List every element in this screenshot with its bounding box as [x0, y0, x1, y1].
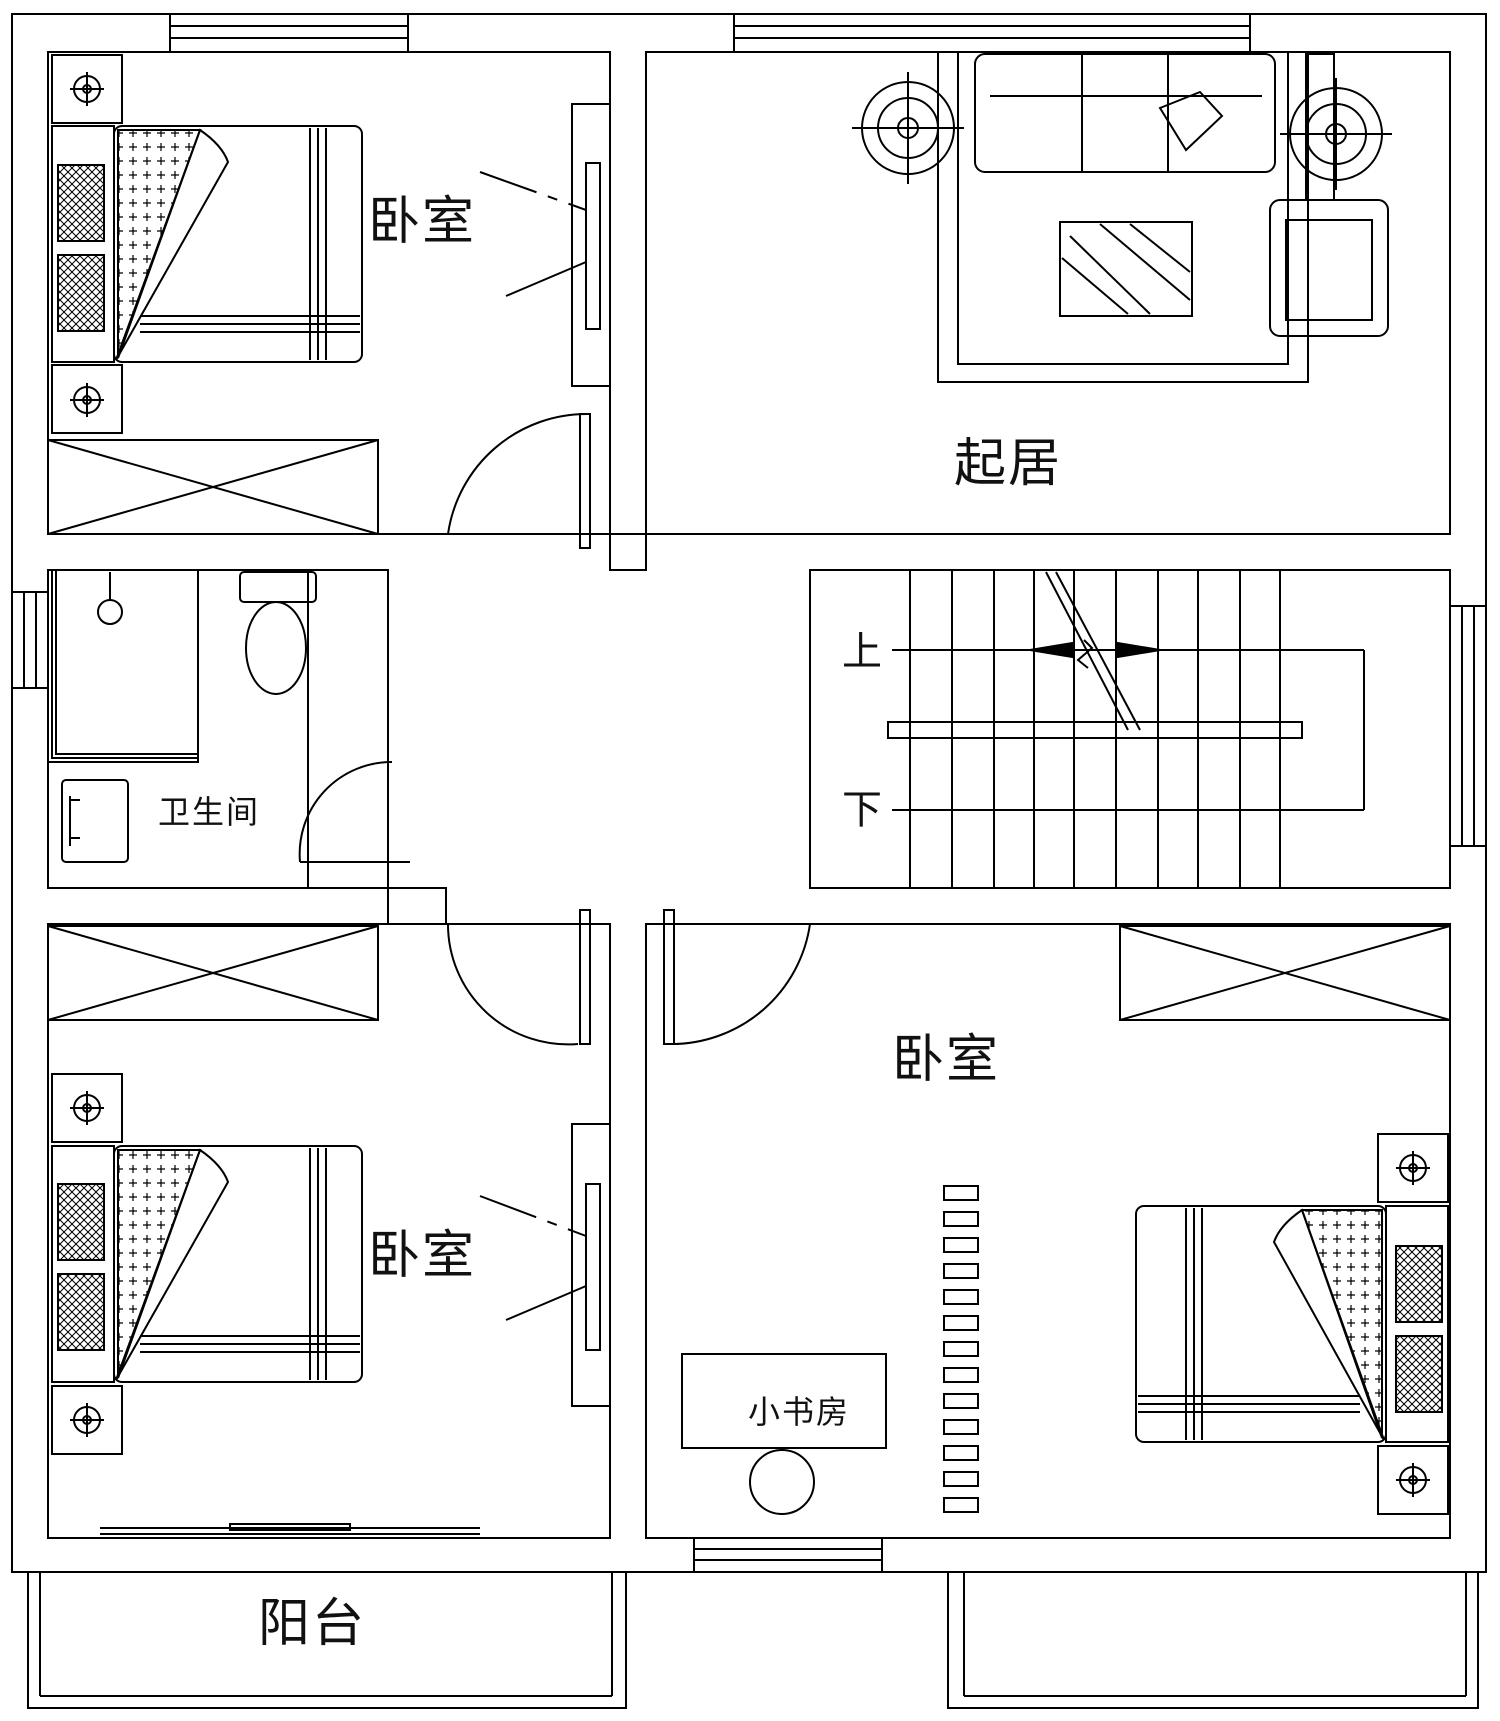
bathroom-fixtures — [47, 569, 317, 888]
bedroom-top-left-furniture — [47, 54, 611, 535]
room-label-living-room: 起居 — [954, 434, 1063, 494]
staircase[interactable] — [887, 570, 1365, 888]
room-label-bedroom-bottom-right: 卧室 — [892, 1030, 1001, 1090]
bedroom-bottom-left-furniture — [47, 925, 611, 1455]
room-label-bathroom: 卫生间 — [158, 793, 261, 831]
room-label-balcony: 阳台 — [258, 1594, 367, 1654]
living-room-furniture — [852, 51, 1392, 383]
balconies — [27, 1571, 1479, 1709]
bedroom-bottom-right-furniture — [681, 925, 1451, 1515]
windows — [11, 13, 1487, 1573]
stairs-up-label: 上 — [842, 629, 884, 675]
stairs-down-label: 下 — [842, 787, 884, 833]
room-label-study: 小书房 — [748, 1393, 851, 1431]
room-label-bedroom-bottom-left: 卧室 — [368, 1226, 477, 1286]
room-label-bedroom-top-left: 卧室 — [368, 192, 477, 252]
doors — [100, 412, 811, 1535]
